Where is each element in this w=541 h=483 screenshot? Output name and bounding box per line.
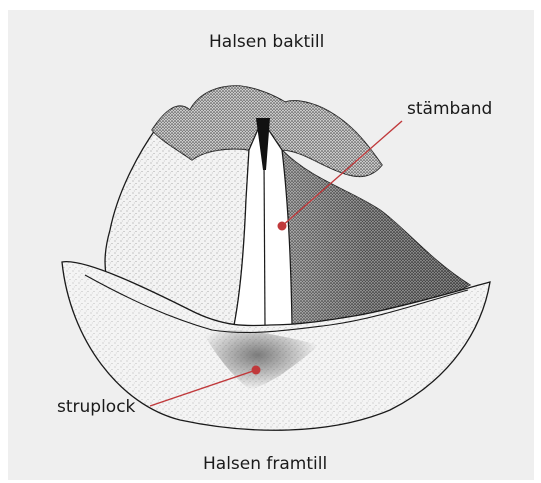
label-epiglottis: struplock — [57, 397, 135, 417]
label-front-of-throat: Halsen framtill — [203, 454, 327, 474]
label-back-of-throat: Halsen baktill — [209, 32, 324, 52]
label-vocal-folds: stämband — [407, 99, 492, 119]
callout-dot-vocal-folds — [278, 222, 287, 231]
callout-dot-epiglottis — [252, 366, 261, 375]
